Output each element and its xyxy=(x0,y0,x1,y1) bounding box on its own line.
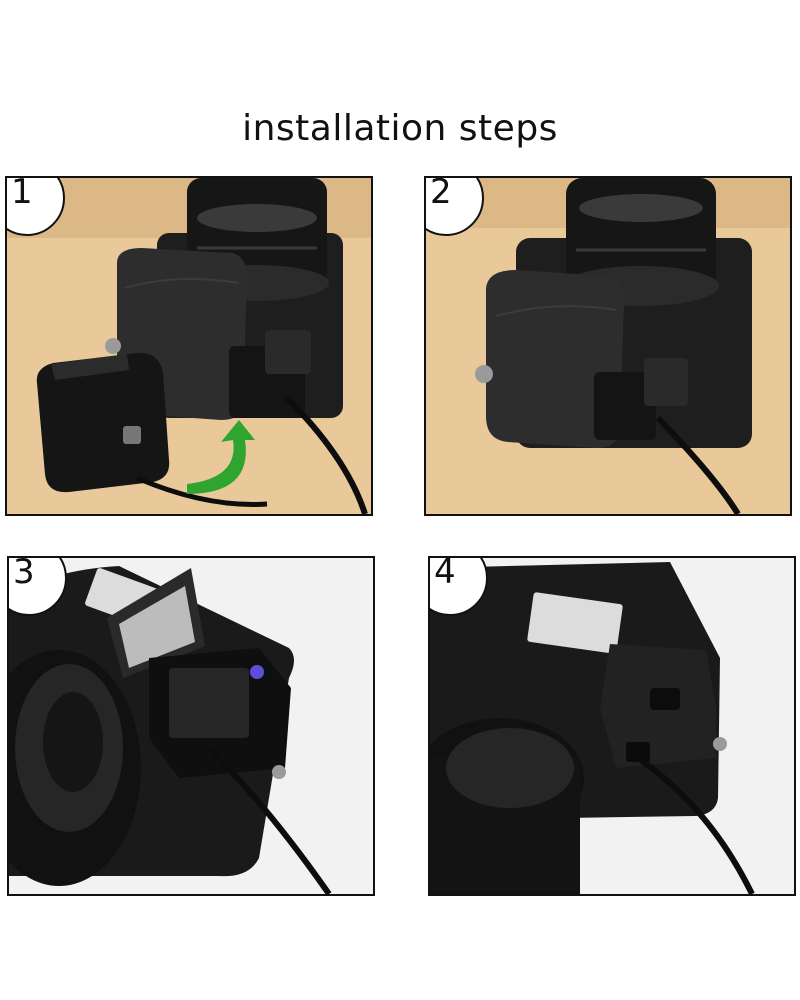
step-2-photo xyxy=(426,178,790,514)
step-3-photo xyxy=(9,558,373,894)
step-number: 1 xyxy=(11,176,33,212)
step-1-photo xyxy=(7,178,371,514)
step-4-photo xyxy=(430,558,794,894)
step-4-panel: 4 xyxy=(428,556,796,896)
step-2-panel: 2 xyxy=(424,176,792,516)
step-3-panel: 3 xyxy=(7,556,375,896)
step-number: 3 xyxy=(13,556,35,592)
step-number: 2 xyxy=(430,176,452,212)
step-number: 4 xyxy=(434,556,456,592)
step-1-panel: 1 xyxy=(5,176,373,516)
page-title: installation steps xyxy=(242,108,558,149)
insert-arrow-icon xyxy=(187,420,255,494)
